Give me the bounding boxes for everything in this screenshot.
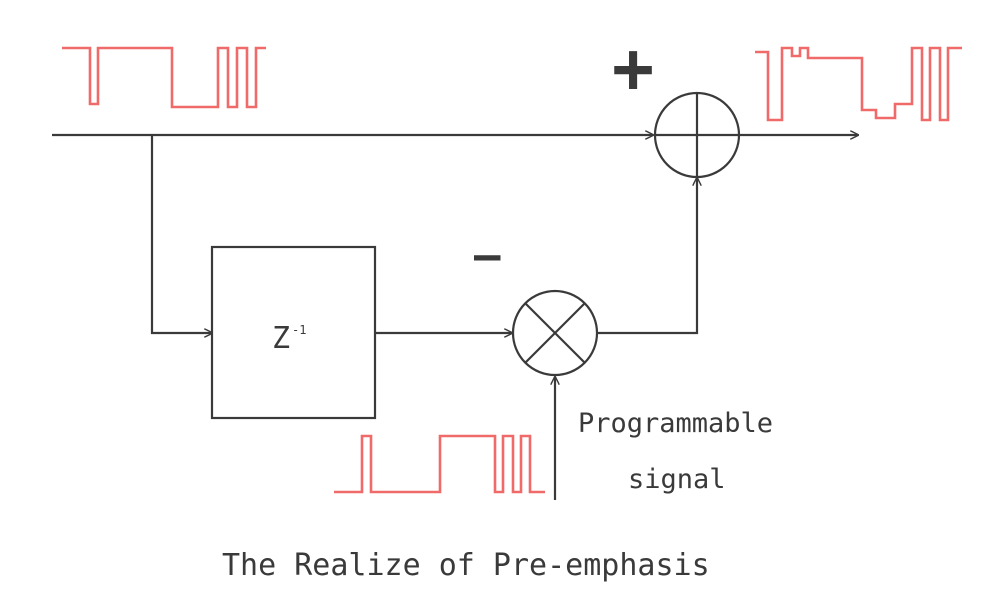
- multiplier-cross-b: [524, 302, 586, 364]
- minus-sign: —: [474, 230, 501, 281]
- delay-block-exponent: -1: [292, 323, 306, 337]
- diagram-caption: The Realize of Pre-emphasis: [222, 548, 710, 583]
- input-waveform: [62, 46, 266, 109]
- programmable-waveform: [334, 434, 545, 494]
- branch-line: [150, 135, 212, 333]
- programmable-label-line2: signal: [628, 464, 726, 495]
- delay-block-label: Z: [272, 321, 290, 356]
- plus-sign: +: [612, 27, 654, 109]
- programmable-label-line1: Programmable: [578, 408, 773, 439]
- output-waveform: [755, 46, 962, 122]
- multiplier-to-adder-line: [597, 178, 697, 335]
